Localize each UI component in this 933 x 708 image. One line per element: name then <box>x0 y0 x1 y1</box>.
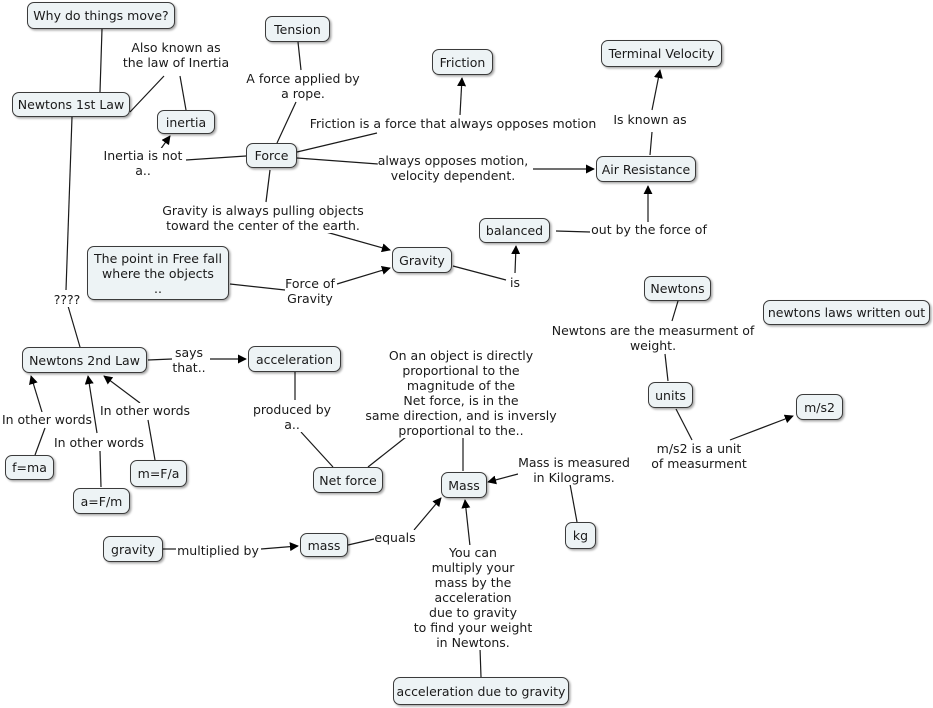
edge-force-frictiondesc <box>296 132 378 153</box>
link-force-applied-by-rope: A force applied by a rope. <box>246 71 360 101</box>
node-free-fall-point[interactable]: The point in Free fall where the objects… <box>87 246 229 300</box>
node-a-f-m[interactable]: a=F/m <box>73 488 130 514</box>
node-balanced[interactable]: balanced <box>479 218 550 243</box>
link-newtons-measurement-of-weight: Newtons are the measurment of weight. <box>551 323 755 353</box>
edge-afm-iow2 <box>99 450 102 488</box>
edge-frictiondesc-friction <box>457 77 467 116</box>
node-f-ma[interactable]: f=ma <box>5 455 54 480</box>
edge-forceofgravity-gravity <box>336 266 391 285</box>
edge-balanced-outby <box>555 230 591 233</box>
node-terminal-velocity[interactable]: Terminal Velocity <box>601 40 722 67</box>
edge-multiplied-mass <box>260 542 299 552</box>
link-in-other-words-afm: In other words <box>53 435 145 450</box>
edge-tension-forceapplied <box>297 41 302 71</box>
link-is: is <box>510 275 520 290</box>
node-why-do-things-move[interactable]: Why do things move? <box>27 2 175 29</box>
edge-fma-iow1 <box>34 427 46 456</box>
edge-ms2unit-ms2 <box>729 414 794 441</box>
edge-newtons2-saysthat <box>147 358 173 361</box>
link-mass-measured-in-kilograms: Mass is measured in Kilograms. <box>518 455 630 485</box>
edge-measure-units <box>664 353 669 382</box>
edge-mfa-iow3 <box>147 419 156 461</box>
node-inertia[interactable]: inertia <box>157 110 215 134</box>
edge-forceapplied-force <box>276 101 297 144</box>
link-out-by-force-of: out by the force of <box>591 222 707 237</box>
node-m-s2[interactable]: m/s2 <box>796 394 843 420</box>
link-question-marks: ???? <box>53 292 81 307</box>
link-multiplied-by: multiplied by <box>177 543 259 558</box>
link-you-can-multiply: You can multiply your mass by the accele… <box>413 545 533 650</box>
edge-newtons1-alsoknown <box>129 75 165 113</box>
node-newtons-unit[interactable]: Newtons <box>644 276 711 301</box>
link-also-known-as: Also known as the law of Inertia <box>122 40 230 70</box>
edge-mass-equals <box>347 538 375 546</box>
node-friction[interactable]: Friction <box>432 49 493 75</box>
node-newtons-2nd-law[interactable]: Newtons 2nd Law <box>22 347 147 373</box>
edge-iow1-newtons2 <box>29 375 43 413</box>
edge-why-newtons1 <box>99 28 103 93</box>
node-m-f-a[interactable]: m=F/a <box>130 460 187 487</box>
edge-is-balanced <box>511 245 521 274</box>
node-force[interactable]: Force <box>246 143 297 168</box>
edge-equals-mass <box>413 497 442 531</box>
edge-massmeasured-mass <box>487 473 519 485</box>
edge-producedby-netforce <box>300 431 334 468</box>
node-acceleration-due-to-gravity[interactable]: acceleration due to gravity <box>393 677 569 705</box>
edge-newtons1-qqqq <box>65 116 73 291</box>
edge-qqqq-newtons2 <box>67 305 81 348</box>
link-ms2-unit-of-measurement: m/s2 is a unit of measurment <box>651 441 747 471</box>
node-newtons-laws-written-out[interactable]: newtons laws written out <box>763 300 930 325</box>
node-newtons-1st-law[interactable]: Newtons 1st Law <box>12 92 130 117</box>
link-is-known-as: Is known as <box>613 112 687 127</box>
link-inertia-is-not: Inertia is not a.. <box>103 148 183 178</box>
edge-netforce-onobject <box>367 436 407 468</box>
edge-units-ms2unit <box>675 408 693 441</box>
link-force-of-gravity: Force of Gravity <box>285 276 335 306</box>
edge-force-alwaysopposes <box>296 157 379 165</box>
link-equals: equals <box>374 530 416 545</box>
link-says-that: says that.. <box>172 345 206 375</box>
link-friction-opposes-motion: Friction is a force that always opposes … <box>309 116 597 131</box>
edge-iow2-newtons2 <box>84 375 98 434</box>
edge-gravitypulling-gravity <box>325 231 391 253</box>
edge-isknown-terminal <box>651 69 663 111</box>
node-gravity[interactable]: Gravity <box>392 247 452 273</box>
link-always-opposes-motion: always opposes motion, velocity dependen… <box>377 153 529 183</box>
edge-kg-massmeasured <box>569 483 578 523</box>
node-tension[interactable]: Tension <box>265 16 330 42</box>
edge-freefall-forceofgravity <box>229 283 286 291</box>
edge-youcan-mass <box>461 499 471 547</box>
node-kg[interactable]: kg <box>565 522 596 549</box>
link-gravity-always-pulling: Gravity is always pulling objects toward… <box>162 203 364 233</box>
link-in-other-words-mfa: In other words <box>99 403 191 418</box>
link-in-other-words-fma: In other words <box>1 412 93 427</box>
edge-inertianot-inertia <box>159 135 171 151</box>
edge-newtons-measure <box>671 300 679 322</box>
node-gravity-lower[interactable]: gravity <box>103 536 163 562</box>
edge-iow3-newtons2 <box>103 375 141 404</box>
node-air-resistance[interactable]: Air Resistance <box>596 156 696 182</box>
link-produced-by: produced by a.. <box>252 402 332 432</box>
edge-alsoknown-inertia <box>179 75 187 111</box>
node-mass-lower[interactable]: mass <box>300 533 348 557</box>
node-mass[interactable]: Mass <box>441 472 487 498</box>
edge-force-inertianot <box>185 155 247 161</box>
node-net-force[interactable]: Net force <box>313 467 383 493</box>
edge-gravity-is <box>452 265 507 281</box>
edge-force-gravitypulling <box>265 169 271 203</box>
node-units[interactable]: units <box>648 382 693 408</box>
edge-air-isknown <box>649 131 653 156</box>
edge-accelgravity-youcan <box>479 647 482 678</box>
node-acceleration[interactable]: acceleration <box>248 346 341 372</box>
link-on-an-object: On an object is directly proportional to… <box>365 348 557 438</box>
